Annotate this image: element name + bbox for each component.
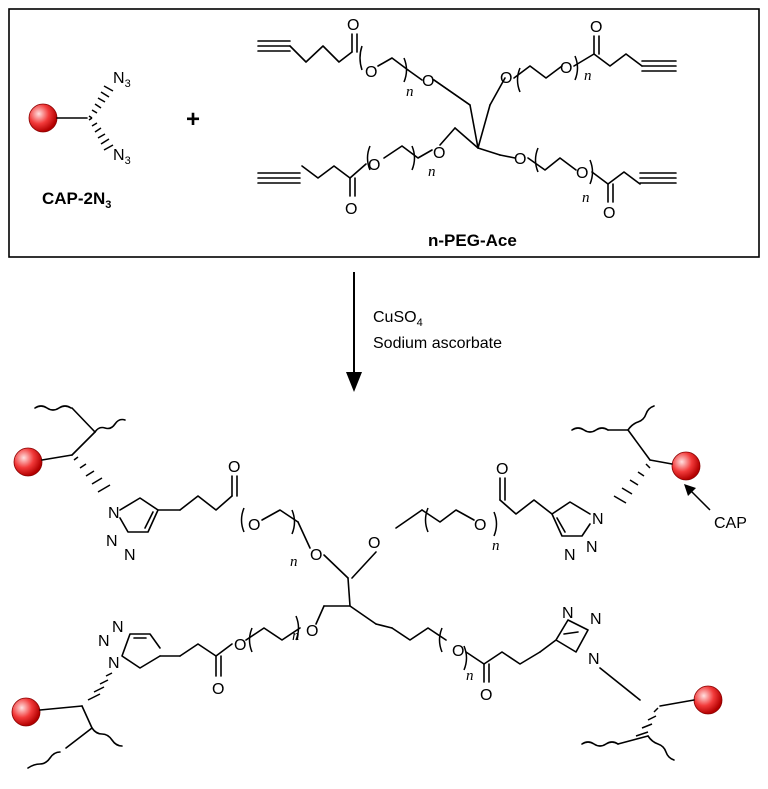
ether-oxygen: O bbox=[576, 165, 588, 182]
product-network: N N N O O n O N bbox=[11, 405, 747, 769]
cap-sphere bbox=[13, 447, 43, 477]
carbonyl-oxygen: O bbox=[347, 17, 359, 34]
ether-oxygen: O bbox=[368, 157, 380, 174]
triazole-nitrogen: N bbox=[564, 547, 576, 564]
ether-oxygen: O bbox=[452, 643, 464, 660]
triazole-nitrogen: N bbox=[106, 533, 118, 550]
triazole-nitrogen: N bbox=[562, 605, 574, 622]
triazole-nitrogen: N bbox=[590, 611, 602, 628]
triazole-nitrogen: N bbox=[108, 505, 120, 522]
cap-unit-top-left: N N N O O n O bbox=[13, 405, 349, 579]
cap-sphere bbox=[693, 685, 723, 715]
carbonyl-oxygen: O bbox=[480, 687, 492, 704]
cap-sphere bbox=[28, 103, 58, 133]
triazole-nitrogen: N bbox=[98, 633, 110, 650]
repeat-unit-n: n bbox=[466, 668, 474, 684]
n-peg-ace-molecule: O O n O O O n O O n O O bbox=[257, 17, 677, 250]
repeat-unit-n: n bbox=[428, 164, 436, 180]
ether-oxygen: O bbox=[248, 517, 260, 534]
ether-oxygen: O bbox=[234, 637, 246, 654]
cap-2n3-molecule: N3 N3 CAP-2N3 bbox=[28, 70, 131, 211]
carbonyl-oxygen: O bbox=[590, 19, 602, 36]
cap-unit-top-right: N N N O O n O bbox=[351, 405, 701, 579]
condition-reductant: Sodium ascorbate bbox=[373, 335, 502, 352]
triazole-nitrogen: N bbox=[112, 619, 124, 636]
triazole-nitrogen: N bbox=[586, 539, 598, 556]
cap-unit-bottom-right: O n O N N N bbox=[375, 605, 723, 761]
carbonyl-oxygen: O bbox=[496, 461, 508, 478]
ether-oxygen: O bbox=[365, 64, 377, 81]
ether-oxygen: O bbox=[474, 517, 486, 534]
azide-label-bottom: N3 bbox=[113, 147, 131, 167]
ether-oxygen: O bbox=[560, 60, 572, 77]
reaction-arrow bbox=[346, 272, 362, 392]
ether-oxygen: O bbox=[368, 535, 380, 552]
carbonyl-oxygen: O bbox=[228, 459, 240, 476]
hashed-wedge-bond bbox=[88, 85, 114, 119]
carbonyl-oxygen: O bbox=[603, 205, 615, 222]
repeat-unit-n: n bbox=[292, 628, 300, 644]
n-peg-ace-label: n-PEG-Ace bbox=[428, 231, 517, 250]
repeat-unit-n: n bbox=[290, 554, 298, 570]
cap-sphere bbox=[11, 697, 41, 727]
repeat-unit-n: n bbox=[584, 68, 592, 84]
hashed-wedge-bond bbox=[88, 117, 114, 151]
triazole-nitrogen: N bbox=[588, 651, 600, 668]
ether-oxygen: O bbox=[310, 547, 322, 564]
repeat-unit-n: n bbox=[406, 84, 414, 100]
ether-oxygen: O bbox=[433, 145, 445, 162]
triazole-nitrogen: N bbox=[592, 511, 604, 528]
ether-oxygen: O bbox=[306, 623, 318, 640]
condition-catalyst: CuSO4 bbox=[373, 309, 423, 329]
cap-2n3-label: CAP-2N3 bbox=[42, 189, 111, 211]
repeat-unit-n: n bbox=[582, 190, 590, 206]
ether-oxygen: O bbox=[500, 70, 512, 87]
cap-pointer-label: CAP bbox=[714, 515, 747, 532]
plus-sign: + bbox=[186, 106, 200, 133]
repeat-unit-n: n bbox=[492, 538, 500, 554]
carbonyl-oxygen: O bbox=[212, 681, 224, 698]
cap-unit-bottom-left: O n O O N N N bbox=[11, 605, 325, 769]
ether-oxygen: O bbox=[514, 151, 526, 168]
carbonyl-oxygen: O bbox=[345, 201, 357, 218]
azide-label-top: N3 bbox=[113, 70, 131, 90]
reactant-box bbox=[8, 8, 760, 258]
ether-oxygen: O bbox=[422, 73, 434, 90]
cap-pointer: CAP bbox=[684, 484, 747, 532]
triazole-nitrogen: N bbox=[124, 547, 136, 564]
triazole-nitrogen: N bbox=[108, 655, 120, 672]
cap-sphere bbox=[671, 451, 701, 481]
